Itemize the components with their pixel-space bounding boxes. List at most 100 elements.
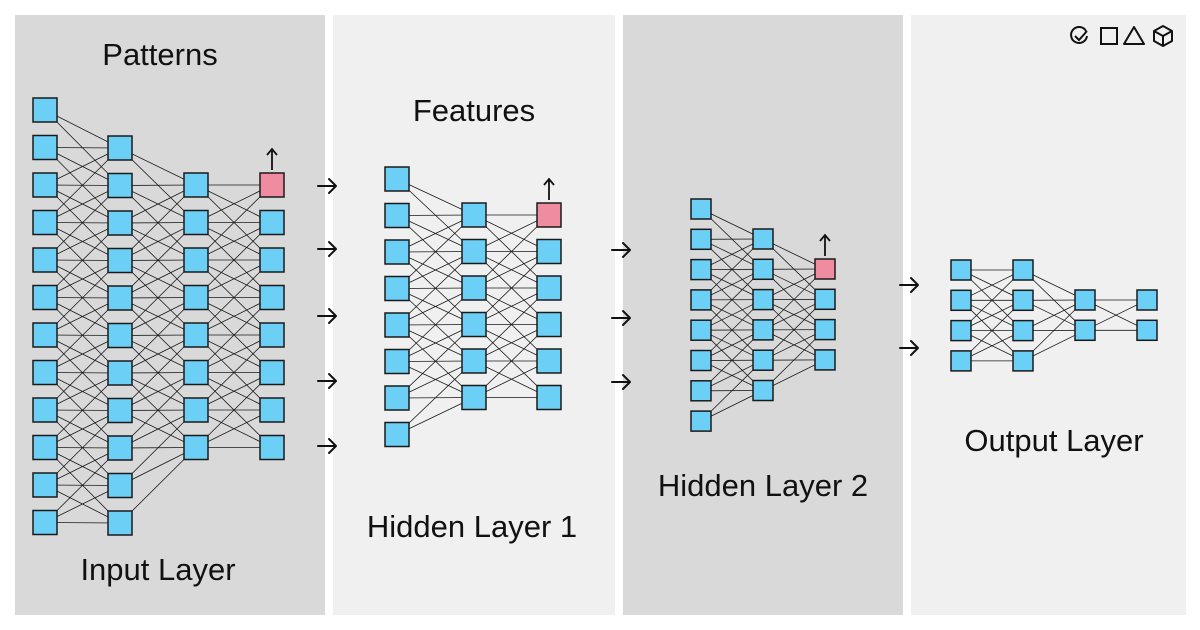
neuron-node xyxy=(107,360,133,386)
neuron-node xyxy=(1012,350,1034,372)
flow-arrow-icon xyxy=(611,310,631,326)
connection-edge xyxy=(396,324,475,362)
neuron-node xyxy=(384,166,410,192)
neuron-node xyxy=(32,322,58,348)
neuron-node xyxy=(32,434,58,461)
neuron-node xyxy=(32,172,58,198)
connection-edge xyxy=(396,360,475,399)
flow-arrow-icon xyxy=(899,340,919,356)
neuron-node xyxy=(384,385,410,411)
connection-edge xyxy=(396,214,475,253)
neuron-node xyxy=(536,384,562,411)
neuron-node xyxy=(107,247,133,274)
neuron-node xyxy=(107,285,133,311)
hidden-layer-2-panel xyxy=(623,15,903,615)
up-arrow-icon xyxy=(266,147,278,170)
neuron-node xyxy=(950,259,972,281)
neuron-node xyxy=(1012,259,1034,281)
flow-arrow-icon xyxy=(317,308,337,324)
neuron-node xyxy=(259,284,285,311)
flow-arrow-icon xyxy=(611,374,631,390)
neuron-node xyxy=(107,397,133,424)
connection-edge xyxy=(396,178,475,216)
highlighted-neuron xyxy=(536,202,562,228)
patterns-label: Patterns xyxy=(102,37,217,72)
flow-arrow-icon xyxy=(317,178,337,194)
input-layer-label: Input Layer xyxy=(80,552,235,587)
neuron-node xyxy=(183,284,209,311)
icon-toolbar xyxy=(1070,25,1173,47)
neuron-node xyxy=(183,434,209,461)
neuron-node xyxy=(183,359,209,386)
neuron-node xyxy=(32,247,58,273)
neuron-node xyxy=(752,288,774,311)
neuron-node xyxy=(950,350,972,372)
neuron-node xyxy=(461,348,487,374)
check-circle-icon xyxy=(1070,26,1088,44)
flow-arrow-icon xyxy=(899,277,919,293)
neuron-node xyxy=(32,97,58,123)
neuron-node xyxy=(259,397,285,423)
neuron-node xyxy=(461,384,487,411)
neuron-node xyxy=(384,421,410,448)
neuron-node xyxy=(259,209,285,236)
neuron-node xyxy=(1074,289,1096,311)
neuron-node xyxy=(107,172,133,199)
triangle-icon xyxy=(1123,26,1145,45)
neuron-node xyxy=(32,359,58,386)
flow-arrow-icon xyxy=(317,241,337,257)
neuron-node xyxy=(32,472,58,498)
neuron-node xyxy=(107,510,133,536)
neuron-node xyxy=(32,284,58,311)
neuron-node xyxy=(1012,319,1034,342)
neuron-node xyxy=(461,311,487,338)
neuron-node xyxy=(536,348,562,374)
neuron-node xyxy=(950,289,972,312)
neuron-node xyxy=(690,258,712,281)
neuron-node xyxy=(536,275,562,301)
connection-edge xyxy=(396,397,475,435)
neuron-node xyxy=(384,348,410,375)
output-layer-panel xyxy=(911,15,1186,615)
connection-edge xyxy=(396,324,475,399)
neuron-node xyxy=(183,247,209,273)
neuron-node xyxy=(32,134,58,161)
neuron-node xyxy=(752,319,774,341)
neuron-node xyxy=(950,319,972,342)
connection-edge xyxy=(396,214,475,289)
neuron-node xyxy=(814,349,836,371)
up-arrow-icon xyxy=(543,177,555,200)
features-label: Features xyxy=(413,93,535,128)
input-layer-panel xyxy=(15,15,325,615)
neuron-node xyxy=(814,288,836,311)
neuron-node xyxy=(259,322,285,348)
neuron-node xyxy=(183,397,209,423)
neuron-node xyxy=(183,172,209,198)
highlighted-neuron xyxy=(259,172,285,198)
connection-edge xyxy=(396,251,475,326)
neuron-node xyxy=(107,472,133,499)
neuron-node xyxy=(536,238,562,265)
connection-edge xyxy=(396,287,475,362)
neuron-node xyxy=(384,202,410,229)
neuron-node xyxy=(384,239,410,265)
flow-arrow-icon xyxy=(317,438,337,454)
neuron-node xyxy=(752,228,774,250)
neuron-node xyxy=(183,209,209,236)
highlighted-neuron xyxy=(814,258,836,280)
neuron-node xyxy=(107,210,133,236)
neuron-node xyxy=(752,379,774,402)
neuron-node xyxy=(690,198,712,220)
neuron-node xyxy=(690,380,712,402)
neuron-node xyxy=(1012,289,1034,312)
neuron-node xyxy=(536,311,562,338)
connection-edge xyxy=(396,251,475,289)
neuron-node xyxy=(1074,319,1096,342)
neuron-node xyxy=(814,318,836,341)
neuron-node xyxy=(752,258,774,281)
neuron-node xyxy=(183,322,209,348)
neuron-node xyxy=(461,238,487,265)
neuron-node xyxy=(690,289,712,311)
neuron-node xyxy=(107,135,133,161)
